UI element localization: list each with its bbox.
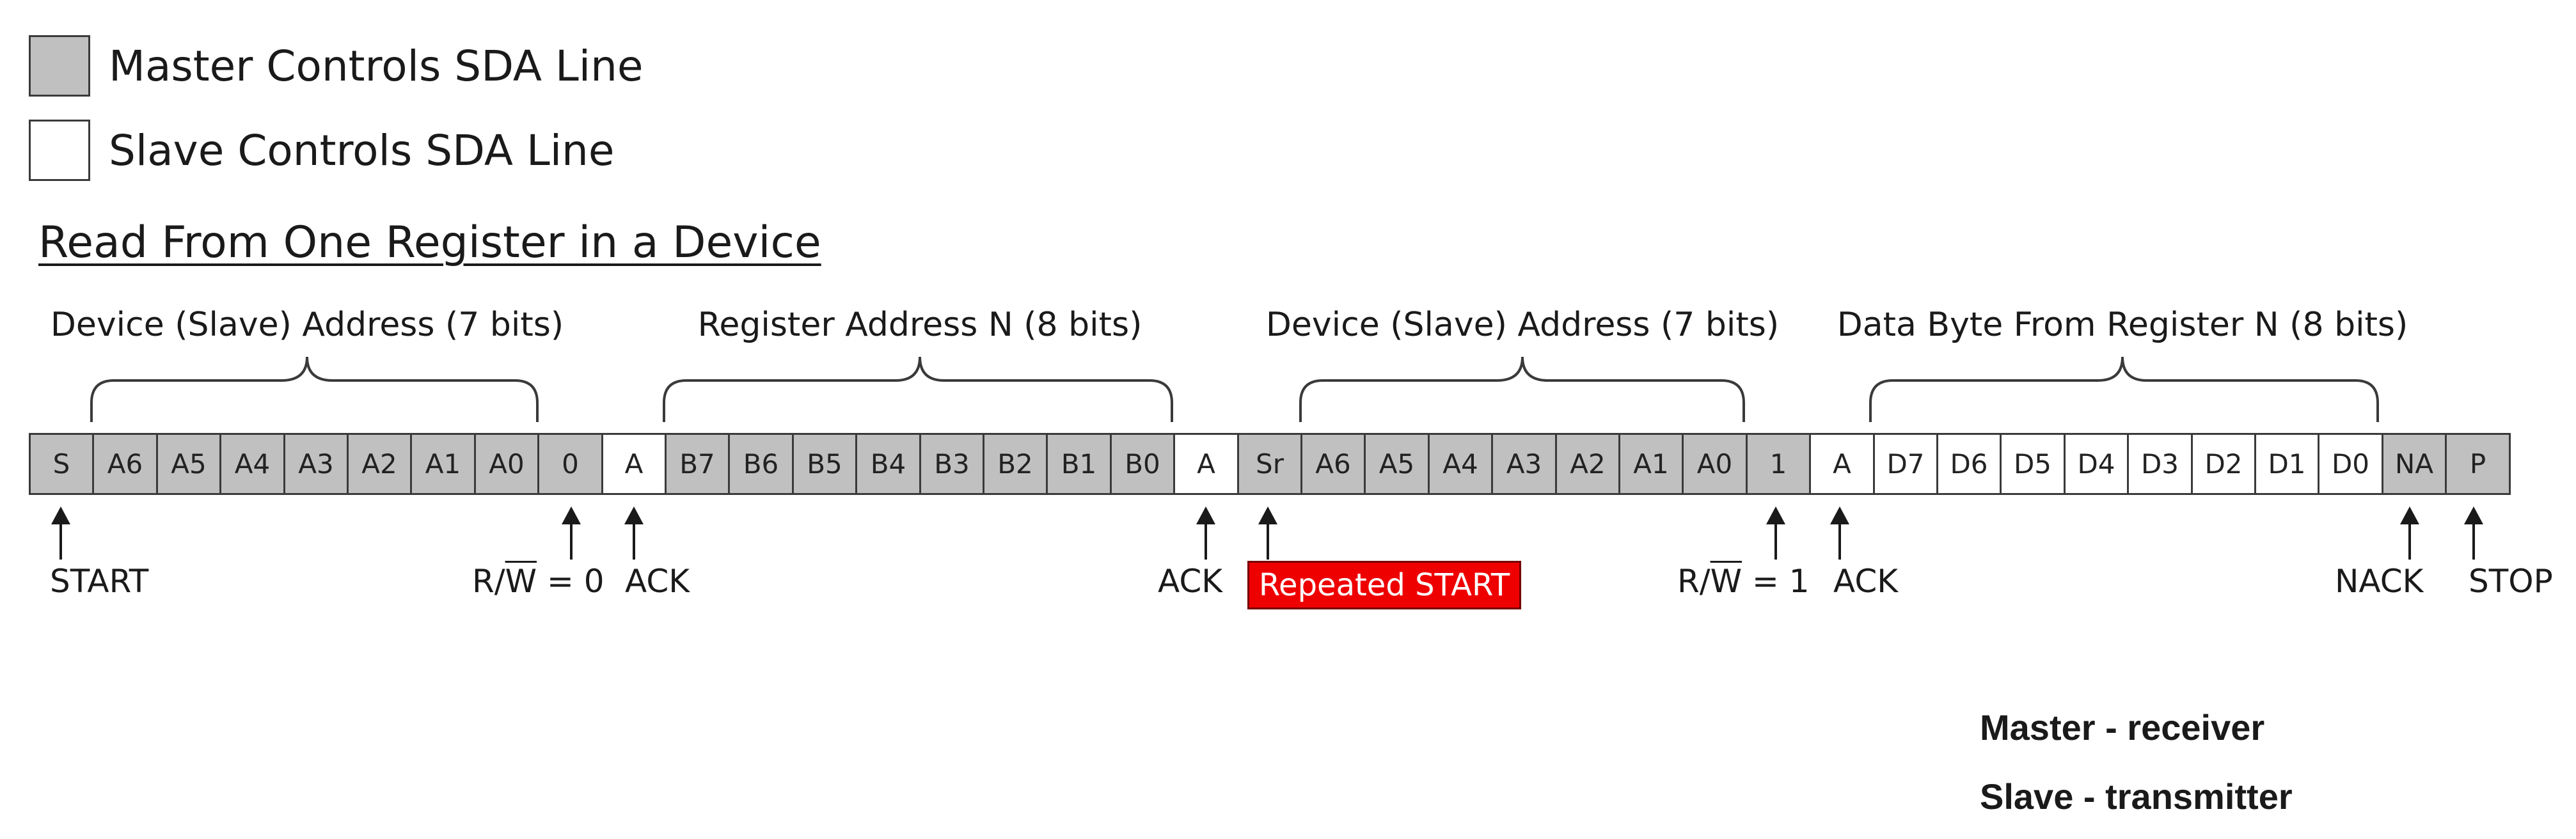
master-swatch [29, 35, 90, 97]
arrow-ack-2 [1196, 506, 1215, 560]
frame-cell-a3: A3 [1491, 433, 1557, 495]
arrow-rw0 [562, 506, 581, 560]
bracket-device-address-2 [1299, 356, 1745, 422]
start-label: START [50, 563, 149, 600]
rw1-suffix: = 1 [1742, 563, 1810, 600]
arrow-ack-3 [1830, 506, 1849, 560]
frame-cell-b1: B1 [1046, 433, 1112, 495]
frame-cell-d4: D4 [2064, 433, 2129, 495]
arrow-stop [2464, 506, 2483, 560]
group-label-data-byte: Data Byte From Register N (8 bits) [1837, 306, 2408, 344]
frame-cell-p: P [2445, 433, 2511, 495]
ack-label-3: ACK [1833, 563, 1899, 600]
frame-cell-b5: B5 [792, 433, 857, 495]
frame-cell-sr: Sr [1237, 433, 1302, 495]
nack-label: NACK [2335, 563, 2424, 600]
diagram-title: Read From One Register in a Device [38, 217, 821, 268]
group-label-device-address-1: Device (Slave) Address (7 bits) [50, 306, 564, 344]
note-master-receiver: Master - receiver [1980, 707, 2265, 748]
arrow-start [51, 506, 70, 560]
frame-cell-d6: D6 [1936, 433, 2002, 495]
arrows [51, 506, 2483, 560]
frame-cell-b2: B2 [983, 433, 1048, 495]
repeated-start-label: Repeated START [1247, 561, 1521, 609]
rw0-suffix: = 0 [537, 563, 604, 600]
arrow-nack [2400, 506, 2419, 560]
arrow-ack-1 [624, 506, 644, 560]
rw0-bar: W [505, 563, 537, 600]
frame-cell-b6: B6 [728, 433, 794, 495]
bracket-device-address-1 [90, 356, 539, 422]
frame-cell-a: A [1809, 433, 1875, 495]
bracket-register-address [663, 356, 1173, 422]
note-slave-transmitter: Slave - transmitter [1980, 776, 2293, 817]
frame-cell-a4: A4 [219, 433, 285, 495]
frame-cell-d0: D0 [2318, 433, 2383, 495]
frame-cell-b7: B7 [665, 433, 730, 495]
frame-cell-a6: A6 [1300, 433, 1366, 495]
frame-cell-a0: A0 [1682, 433, 1748, 495]
rw0-label: R/W = 0 [472, 563, 604, 600]
stop-label: STOP [2469, 563, 2553, 600]
ack-label-2: ACK [1158, 563, 1223, 600]
frame-cell-a5: A5 [1364, 433, 1430, 495]
frame-cell-a: A [1173, 433, 1239, 495]
frame-cell-na: NA [2382, 433, 2447, 495]
frame-cell-a5: A5 [156, 433, 221, 495]
frame-cell-a2: A2 [1555, 433, 1620, 495]
group-label-device-address-2: Device (Slave) Address (7 bits) [1265, 306, 1780, 344]
frame-cell-a1: A1 [410, 433, 476, 495]
frame-cell-a4: A4 [1428, 433, 1493, 495]
rw1-prefix: R/ [1677, 563, 1711, 600]
bracket-data-byte [1869, 356, 2379, 422]
frame-cell-b0: B0 [1110, 433, 1175, 495]
legend-slave-label: Slave Controls SDA Line [109, 126, 615, 175]
rw1-bar: W [1710, 563, 1742, 600]
frame-cell-a0: A0 [474, 433, 539, 495]
group-label-register-address: Register Address N (8 bits) [697, 306, 1142, 344]
frame-cell-a2: A2 [347, 433, 412, 495]
brackets [90, 356, 2379, 422]
slave-swatch [29, 120, 90, 181]
frame-cell-d2: D2 [2191, 433, 2256, 495]
rw0-prefix: R/ [472, 563, 505, 600]
frame-cell-d7: D7 [1873, 433, 1938, 495]
frame-cell-1: 1 [1746, 433, 1811, 495]
arrow-repeated-start [1258, 506, 1277, 560]
frame-cell-a6: A6 [92, 433, 158, 495]
ack-label-1: ACK [625, 563, 690, 600]
frame-cell-s: S [29, 433, 94, 495]
frame-cell-a3: A3 [283, 433, 349, 495]
frame-cell-0: 0 [537, 433, 603, 495]
frame-cell-b3: B3 [919, 433, 984, 495]
frame-cell-a: A [601, 433, 667, 495]
frame-cell-d1: D1 [2254, 433, 2319, 495]
frame-cell-a1: A1 [1618, 433, 1684, 495]
frame-cell-d3: D3 [2127, 433, 2193, 495]
rw1-label: R/W = 1 [1677, 563, 1810, 600]
frame-cell-b4: B4 [855, 433, 921, 495]
legend-master-label: Master Controls SDA Line [109, 42, 644, 91]
arrow-rw1 [1766, 506, 1785, 560]
frame-cell-d5: D5 [2000, 433, 2066, 495]
